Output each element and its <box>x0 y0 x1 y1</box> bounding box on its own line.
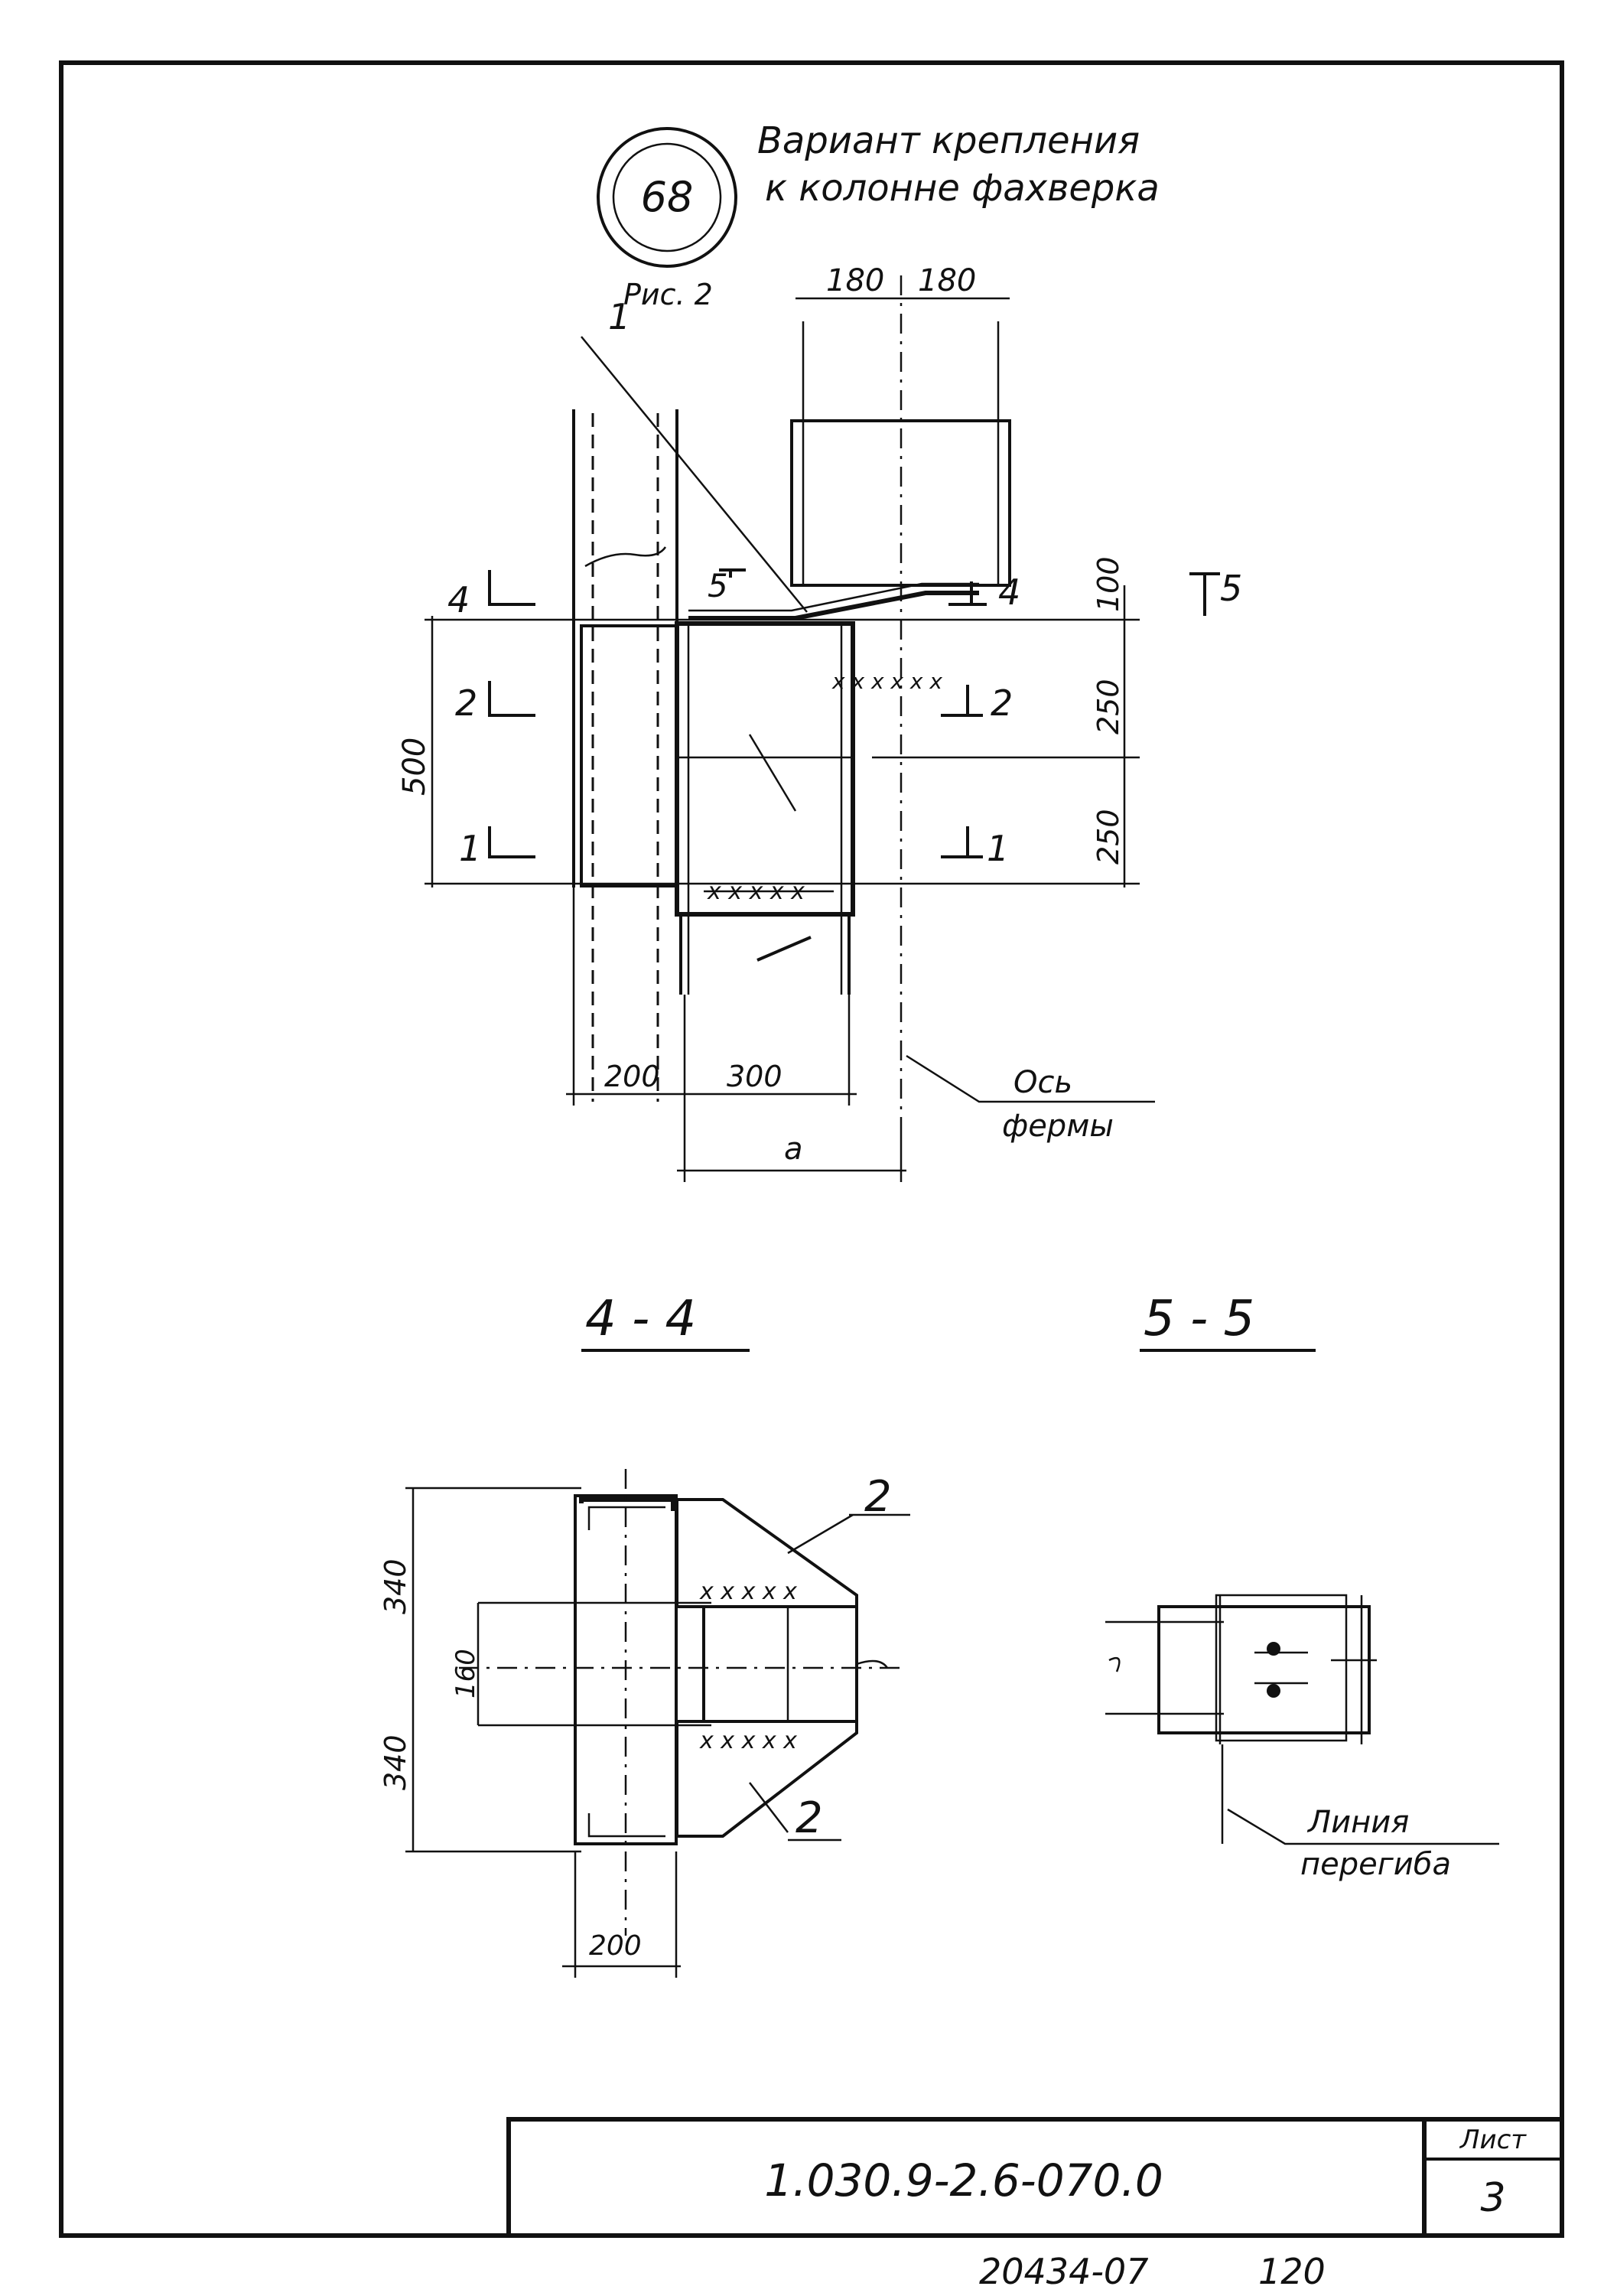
cut-4-right: 4 <box>998 572 1020 613</box>
title-block: 1.030.9-2.6-070.0 Лист 3 <box>506 2117 1564 2238</box>
axis-label-line1: Ось <box>1013 1065 1072 1100</box>
main-view: 180 180 1 x x x x x x x x x x x <box>397 263 1242 1182</box>
weld-marks-bottom: x x x x x <box>707 878 805 905</box>
dim-200-44: 200 <box>589 1930 642 1962</box>
chord-section <box>702 1605 858 1723</box>
footer-stamp: 20434-07 <box>979 2251 1148 2292</box>
detail-circle-inner <box>612 142 722 252</box>
footer-number: 120 <box>1258 2251 1326 2292</box>
section-4-4-title: 4 - 4 <box>585 1291 696 1347</box>
header: 68 Вариант крепления к колонне фахверка … <box>597 119 1160 311</box>
connection-box <box>580 624 678 887</box>
sheet-label: Лист <box>1459 2125 1527 2155</box>
dim-200: 200 <box>604 1060 660 1093</box>
section-4-4: 4 - 4 x x x x x x x x x x 340 160 340 <box>379 1291 910 1978</box>
dim-top-right: 180 <box>918 263 976 298</box>
dim-250-bottom: 250 <box>1092 809 1125 865</box>
bend-line-label1: Линия <box>1306 1805 1409 1840</box>
weld-marks-bottom-44: x x x x x <box>699 1728 797 1754</box>
dim-340-bottom: 340 <box>379 1734 412 1790</box>
section-5-5: 5 - 5 Линия перегиба <box>1105 1291 1499 1882</box>
bent-plate-1 <box>688 591 979 620</box>
dim-500: 500 <box>397 738 432 796</box>
dim-100: 100 <box>1092 556 1125 612</box>
truss-support-box <box>675 621 855 917</box>
dim-250-top: 250 <box>1092 679 1125 734</box>
cut-2-left: 2 <box>455 682 477 724</box>
bolt-2 <box>1267 1684 1280 1698</box>
plate-5-5 <box>1157 1605 1371 1734</box>
cut-1-right: 1 <box>987 828 1009 869</box>
cut-5-right: 5 <box>1220 568 1242 609</box>
weld-marks-right: x x x x x x <box>831 669 942 694</box>
gusset-plate-top <box>675 1498 858 1608</box>
axis-label-line2: фермы <box>1002 1109 1114 1144</box>
position-1: 1 <box>608 296 630 337</box>
doc-number: 1.030.9-2.6-070.0 <box>764 2154 1163 2206</box>
dim-160: 160 <box>451 1649 481 1698</box>
position-2-top: 2 <box>864 1472 892 1522</box>
sheet-number: 3 <box>1480 2175 1505 2221</box>
position-2-bottom: 2 <box>795 1793 823 1843</box>
dim-340-top: 340 <box>379 1558 412 1614</box>
cut-1-left: 1 <box>459 828 481 869</box>
dim-top-left: 180 <box>826 263 884 298</box>
detail-circle-outer <box>597 127 737 268</box>
title-line-1: Вариант крепления <box>757 119 1140 162</box>
weld-marks-top: x x x x x <box>699 1578 797 1605</box>
bend-line-label2: перегиба <box>1300 1847 1451 1882</box>
detail-circle-label: 68 <box>641 173 694 221</box>
dim-300: 300 <box>727 1060 782 1093</box>
bolt-1 <box>1267 1642 1280 1656</box>
cut-2-right: 2 <box>991 682 1013 724</box>
cut-4-left: 4 <box>447 579 470 620</box>
dim-a: a <box>784 1132 803 1167</box>
title-line-2: к колонне фахверка <box>765 167 1160 210</box>
figure-label: Рис. 2 <box>623 278 713 311</box>
cut-5-left: 5 <box>708 567 728 604</box>
sheet-frame <box>59 60 1564 2238</box>
section-5-5-title: 5 - 5 <box>1144 1291 1254 1347</box>
